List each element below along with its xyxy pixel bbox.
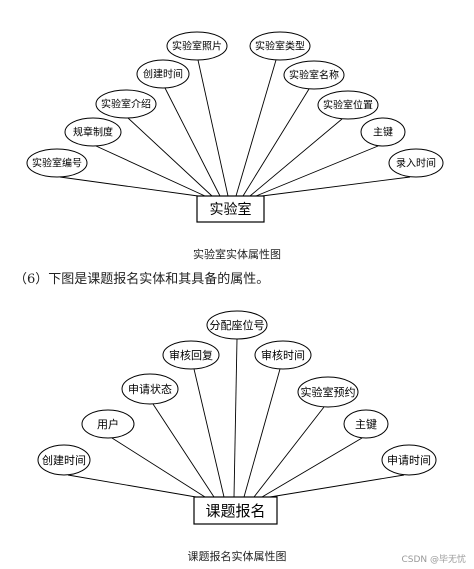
lab-attribute-ellipse [360,117,406,147]
lab-entity-diagram: 实验室编号 规章制度 实验室介绍 创建时间 实验室照片 实验室类型实验室名称实验室位置主键… [26,31,444,223]
topic-connector [67,474,197,498]
lab-attribute-ellipse [388,148,444,178]
lab-attribute-label: 实验室介绍 [101,98,151,111]
lab-attribute-ellipse [317,90,379,120]
diagram2-caption: 课题报名实体属性图 [187,550,287,563]
lab-connector [95,145,206,197]
watermark: CSDN @毕无忧 [401,555,466,565]
lab-attribute-label: 录入时间 [396,157,436,170]
topic-connector [261,437,363,498]
topic-connector [243,368,281,498]
lab-attribute-ellipse [95,89,157,119]
lab-attribute-ellipse [249,31,311,61]
lab-attribute-label: 实验室位置 [323,99,373,112]
section-paragraph: （6）下图是课题报名实体和其具备的属性。 [14,272,270,287]
lab-entity-label: 实验室 [210,201,252,218]
topic-attribute-ellipse [297,376,359,408]
lab-connector [249,118,343,197]
lab-entity-box [196,195,265,223]
topic-attribute-label: 主键 [355,417,377,431]
topic-attribute-ellipse [162,340,220,370]
topic-attribute-label: 审核时间 [261,348,305,362]
topic-attribute-ellipse [381,444,437,476]
topic-attribute-label: 用户 [97,417,119,431]
topic-attribute-label: 申请时间 [387,454,431,467]
lab-connector [255,145,379,197]
lab-attribute-label: 实验室编号 [32,157,82,170]
lab-attribute-ellipse [64,117,122,147]
topic-attribute-label: 创建时间 [42,453,86,467]
lab-attribute-label: 实验室名称 [289,69,339,82]
lab-attribute-label: 规章制度 [73,126,113,139]
lab-connector [59,176,199,197]
lab-connector [235,59,277,197]
lab-connector [164,87,221,197]
topic-attribute-ellipse [206,310,268,340]
lab-attribute-label: 主键 [373,126,393,139]
topic-attribute-label: 申请状态 [128,382,172,396]
topic-connector [253,406,325,498]
lab-connector [261,176,411,197]
topic-connector [233,338,238,498]
lab-attribute-ellipse [283,60,345,90]
lab-attribute-label: 实验室类型 [255,40,305,53]
lab-attribute-ellipse [26,148,88,178]
lab-attribute-ellipse [136,59,190,89]
topic-entity-label: 课题报名 [205,502,265,520]
lab-connector [127,117,213,197]
topic-attribute-label: 实验室预约 [301,385,356,399]
topic-attribute-ellipse [254,340,312,370]
topic-attribute-label: 审核回复 [169,348,213,362]
lab-attribute-label: 创建时间 [143,68,183,81]
diagram1-caption: 实验室实体属性图 [193,248,281,261]
lab-connector [197,59,229,197]
topic-connector [269,474,405,498]
topic-attribute-ellipse [343,409,389,439]
topic-connector [111,437,206,498]
lab-attribute-label: 实验室照片 [172,40,222,53]
topic-connector [193,368,225,498]
lab-connector [242,88,310,197]
topic-entity-box [193,496,278,525]
topic-attribute-ellipse [81,409,135,439]
topic-attribute-ellipse [37,444,91,476]
topic-attribute-ellipse [121,373,179,405]
topic-attribute-label: 分配座位号 [210,318,265,332]
topic-connector [152,403,215,498]
lab-attribute-ellipse [166,31,228,61]
